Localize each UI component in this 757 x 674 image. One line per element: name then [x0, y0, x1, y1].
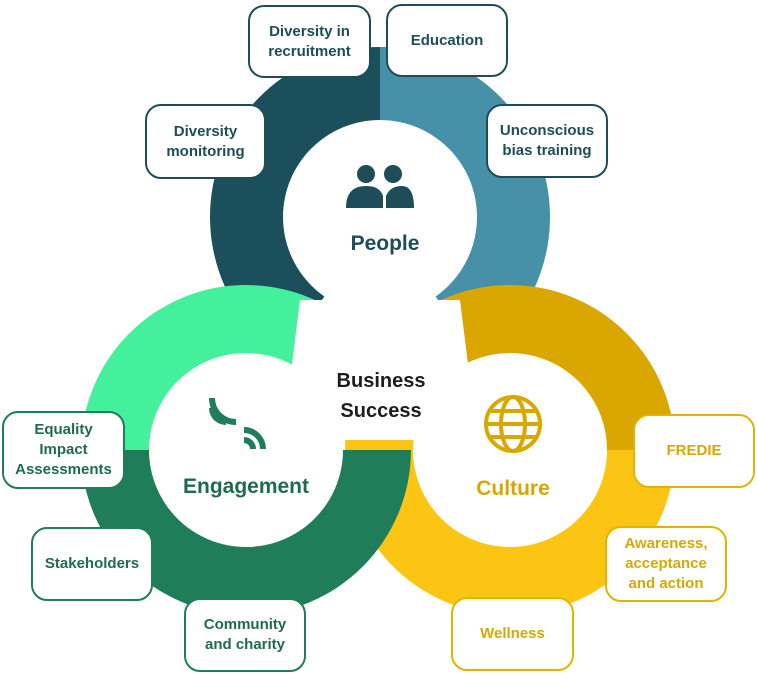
people-icon	[346, 165, 414, 208]
pill-line: Assessments	[15, 461, 112, 478]
diversity-monitoring-pill: Diversity monitoring	[145, 104, 266, 179]
pill-line: FREDIE	[666, 442, 722, 459]
center-line2: Success	[340, 400, 421, 422]
wellness-pill: Wellness	[451, 597, 574, 671]
awareness-acceptance-action-pill: Awareness, acceptance and action	[605, 526, 727, 602]
culture-label: Culture	[476, 477, 550, 500]
unconscious-bias-training-pill: Unconscious bias training	[486, 104, 608, 178]
pill-line: acceptance	[625, 555, 707, 572]
pill-line: Equality	[34, 421, 93, 438]
culture-ring-bottom	[344, 421, 675, 615]
pill-line: bias training	[502, 142, 592, 159]
pill-line: Impact	[39, 441, 88, 458]
pill-line: and action	[628, 575, 704, 592]
engagement-inner-circle	[149, 353, 343, 547]
pill-line: Stakeholders	[44, 555, 140, 572]
people-label: People	[351, 232, 420, 255]
center-line1: Business	[337, 370, 426, 392]
engagement-label: Engagement	[183, 475, 309, 498]
fredie-pill: FREDIE	[633, 414, 755, 488]
signal-icon	[209, 397, 266, 450]
people-inner-circle	[283, 120, 477, 314]
diversity-in-recruitment-pill: Diversity in recruitment	[248, 5, 371, 78]
engagement-ring-bottom	[81, 450, 411, 615]
education-pill: Education	[386, 4, 508, 77]
pill-line: Education	[410, 31, 484, 49]
pill-line: Wellness	[480, 625, 545, 642]
pill-line: Unconscious	[499, 122, 595, 139]
stakeholders-pill: Stakeholders	[31, 527, 153, 601]
pill-line: recruitment	[268, 42, 351, 60]
pill-line: Community	[203, 616, 287, 633]
pill-line: Diversity	[173, 122, 238, 140]
pill-line: Diversity in	[269, 22, 350, 40]
center-white-area	[290, 300, 470, 440]
community-and-charity-pill: Community and charity	[184, 598, 306, 672]
globe-icon	[484, 395, 542, 453]
pill-line: monitoring	[166, 142, 245, 160]
pill-line: Awareness,	[624, 535, 708, 552]
pill-line: and charity	[204, 636, 286, 653]
